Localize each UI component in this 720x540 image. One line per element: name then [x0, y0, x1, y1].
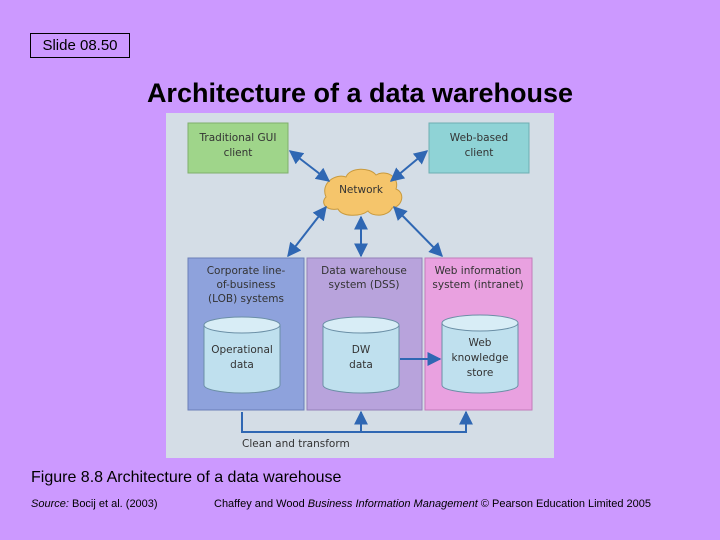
figure-caption: Figure 8.8 Architecture of a data wareho…	[31, 469, 342, 486]
source-prefix: Source:	[31, 498, 69, 510]
knowledge-store-label-3: store	[467, 367, 494, 379]
clean-transform-label: Clean and transform	[242, 438, 350, 450]
dw-data-cylinder	[322, 316, 400, 394]
lob-label-1: Corporate line-	[207, 265, 286, 277]
operational-data-cylinder	[203, 316, 281, 394]
dss-label-2: system (DSS)	[329, 279, 400, 291]
traditional-gui-client-box	[187, 122, 289, 174]
operational-data-label-1: Operational	[211, 344, 273, 356]
web-based-client-box	[428, 122, 530, 174]
slide-number-label: Slide 08.50	[30, 33, 130, 58]
dw-data-label-1: DW	[352, 344, 371, 356]
network-label: Network	[339, 184, 384, 196]
arrow-web-network	[389, 150, 429, 182]
slide-title: Architecture of a data warehouse	[146, 78, 574, 108]
copyright-credit: Chaffey and Wood Business Information Ma…	[214, 498, 651, 510]
source-note: Source: Bocij et al. (2003)	[31, 498, 158, 510]
credit-italic: Business Information Management	[307, 498, 478, 510]
web-based-client-label-1: Web-based	[450, 132, 508, 144]
source-text: Bocij et al. (2003)	[68, 498, 158, 510]
credit-post: © Pearson Education Limited 2005	[477, 498, 651, 510]
dw-data-label-2: data	[349, 359, 373, 371]
knowledge-store-label-2: knowledge	[452, 352, 509, 364]
web-based-client-label-2: client	[465, 147, 494, 159]
arrow-clean-transform	[241, 410, 473, 433]
dss-label-1: Data warehouse	[321, 265, 407, 277]
lob-label-3: (LOB) systems	[208, 293, 284, 305]
web-knowledge-store-cylinder	[441, 314, 519, 394]
architecture-diagram: Traditional GUI client Web-based client …	[166, 113, 554, 458]
knowledge-store-label-1: Web	[469, 337, 492, 349]
arrow-network-lob	[287, 205, 327, 258]
intranet-label-2: system (intranet)	[432, 279, 523, 291]
operational-data-label-2: data	[230, 359, 254, 371]
arrow-gui-network	[288, 150, 331, 182]
network-cloud	[323, 168, 403, 216]
traditional-gui-client-label-2: client	[224, 147, 253, 159]
lob-label-2: of-business	[216, 279, 275, 291]
credit-pre: Chaffey and Wood	[214, 498, 308, 510]
intranet-label-1: Web information	[435, 265, 522, 277]
arrow-network-intranet	[393, 205, 443, 258]
traditional-gui-client-label-1: Traditional GUI	[199, 132, 277, 144]
